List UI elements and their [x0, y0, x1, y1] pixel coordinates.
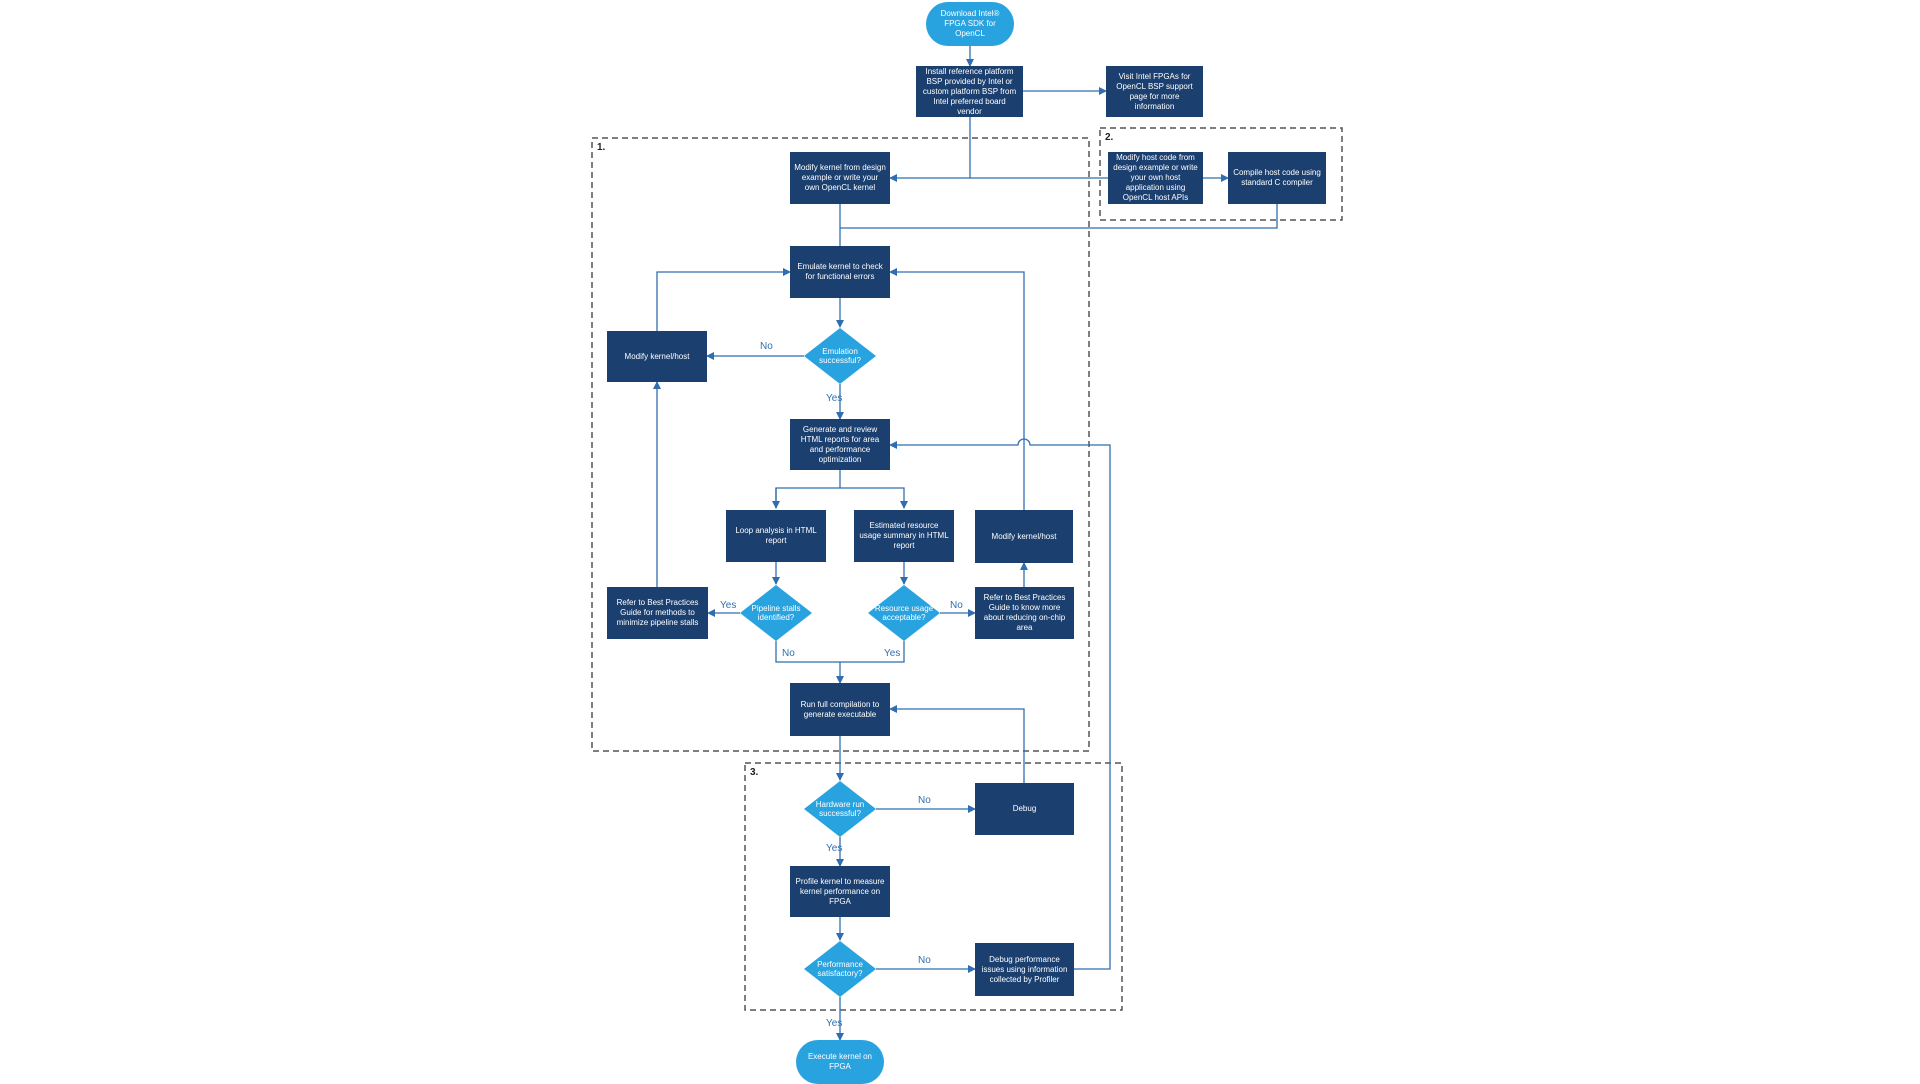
label-resource-no: No [950, 600, 963, 611]
decision-performance-satisfactory: Performance satisfactory? [817, 960, 863, 978]
node-modify-kernel-host-left: Modify kernel/host [607, 331, 707, 382]
node-compile-host: Compile host code using standard C compi… [1228, 152, 1326, 204]
node-modify-host-code: Modify host code from design example or … [1108, 152, 1203, 204]
edge-compile-to-emulate [840, 204, 1278, 229]
diamond-pipeline-stalls [740, 585, 812, 641]
edge-modify-right-to-emulate [889, 268, 1025, 510]
diamond-performance [804, 941, 876, 997]
region-3-label: 3. [750, 767, 759, 778]
node-execute-kernel: Execute kernel on FPGA [796, 1040, 884, 1084]
diamond-emulation-successful [804, 328, 876, 384]
edge-modify-left-to-emulate [656, 268, 791, 331]
node-modify-kernel-design: Modify kernel from design example or wri… [790, 152, 890, 204]
node-modify-kernel-host-right: Modify kernel/host [975, 510, 1073, 563]
node-best-practices-area: Refer to Best Practices Guide to know mo… [975, 587, 1074, 639]
region-2-border [1099, 127, 1343, 221]
decision-emulation-successful: Emulation successful? [819, 347, 861, 365]
diamond-hardware-run [804, 781, 876, 837]
edge-install-to-modify-kernel [889, 117, 971, 182]
node-debug: Debug [975, 783, 1074, 835]
node-generate-reports: Generate and review HTML reports for are… [790, 419, 890, 470]
edge-stalls-no [775, 641, 840, 663]
node-resource-summary: Estimated resource usage summary in HTML… [854, 510, 954, 562]
region-3-border [744, 762, 1123, 1011]
diamond-resource-acceptable [868, 585, 940, 641]
label-emulation-yes: Yes [826, 393, 843, 404]
node-debug-performance: Debug performance issues using informati… [975, 943, 1074, 996]
region-2-label: 2. [1105, 132, 1114, 143]
node-full-compilation: Run full compilation to generate executa… [790, 683, 890, 736]
label-resource-yes: Yes [884, 648, 901, 659]
region-1-label: 1. [597, 142, 606, 153]
label-performance-yes: Yes [826, 1018, 843, 1029]
decision-resource-acceptable: Resource usage acceptable? [874, 604, 934, 622]
label-performance-no: No [918, 955, 931, 966]
decision-hardware-run: Hardware run successful? [815, 800, 865, 818]
node-download-sdk: Download Intel® FPGA SDK for OpenCL [926, 2, 1014, 46]
decision-pipeline-stalls: Pipeline stalls identified? [751, 604, 801, 622]
edge-reports-split [775, 470, 904, 508]
node-best-practices-stalls: Refer to Best Practices Guide for method… [607, 587, 708, 639]
node-profile-kernel: Profile kernel to measure kernel perform… [790, 866, 890, 917]
label-hardware-yes: Yes [826, 843, 843, 854]
edge-resource-yes [836, 641, 905, 684]
edge-debug-to-compile [889, 705, 1025, 783]
node-install-bsp: Install reference platform BSP provided … [916, 66, 1023, 117]
node-emulate-kernel: Emulate kernel to check for functional e… [790, 246, 890, 298]
label-emulation-no: No [760, 341, 773, 352]
edge-debug-perf-to-reports [889, 438, 1111, 970]
node-loop-analysis: Loop analysis in HTML report [726, 510, 826, 562]
label-hardware-no: No [918, 795, 931, 806]
label-stalls-yes: Yes [720, 600, 737, 611]
node-visit-bsp-page: Visit Intel FPGAs for OpenCL BSP support… [1106, 66, 1203, 117]
label-stalls-no: No [782, 648, 795, 659]
